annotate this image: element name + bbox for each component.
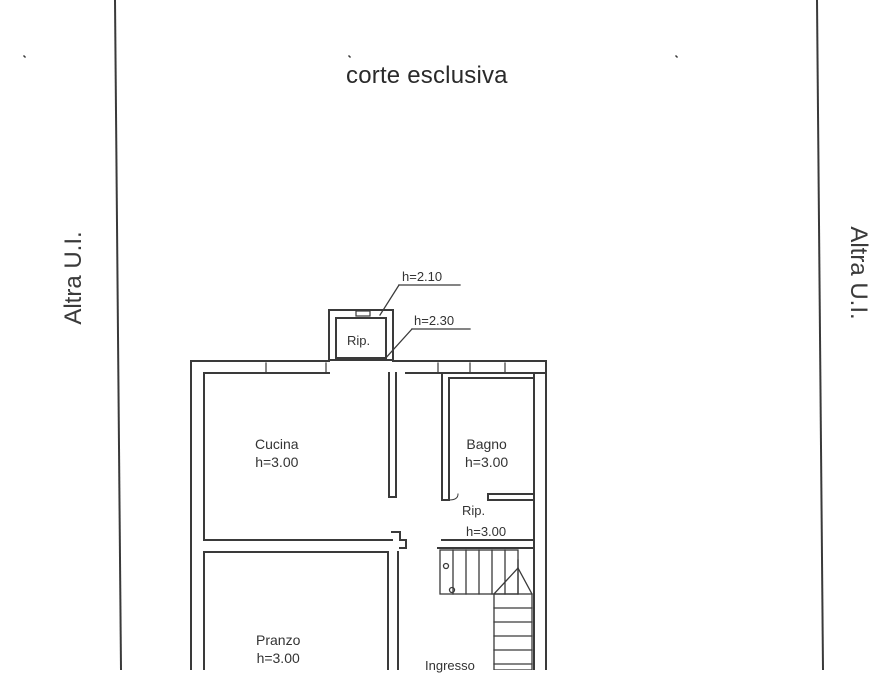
room-cucina-name: Cucina [255,436,299,452]
rip-top-walls [328,309,394,361]
annotation-leaders [379,284,471,361]
corte-esclusiva-label: corte esclusiva [346,62,508,89]
room-pranzo-height: h=3.00 [256,650,300,666]
left-boundary-line [113,0,123,670]
staircase [439,549,533,670]
annotation-h-2-10: h=2.10 [402,269,443,284]
room-rip-mid-name: Rip. [462,503,486,518]
right-neighbor-label: Altra U.I. [845,226,872,320]
room-bagno: Bagno h=3.00 [465,435,508,471]
room-bagno-height: h=3.00 [465,454,509,470]
right-boundary-line [815,0,825,670]
outer-walls [190,360,547,670]
left-neighbor-label: Altra U.I. [60,231,87,325]
stray-mark-right [674,54,679,59]
room-cucina-height: h=3.00 [255,454,299,470]
stray-mark-left [22,54,27,59]
room-ingresso-name: Ingresso [425,658,475,673]
room-pranzo: Pranzo h=3.00 [256,631,300,667]
room-rip-top-name: Rip. [347,333,371,348]
interior-walls [203,372,535,670]
room-cucina: Cucina h=3.00 [255,435,299,471]
room-rip-mid-height: h=3.00 [466,524,507,539]
room-pranzo-name: Pranzo [256,632,301,648]
door-swing [448,493,459,501]
stray-mark-mid [347,54,352,59]
room-bagno-name: Bagno [466,436,507,452]
annotation-h-2-30: h=2.30 [414,313,455,328]
